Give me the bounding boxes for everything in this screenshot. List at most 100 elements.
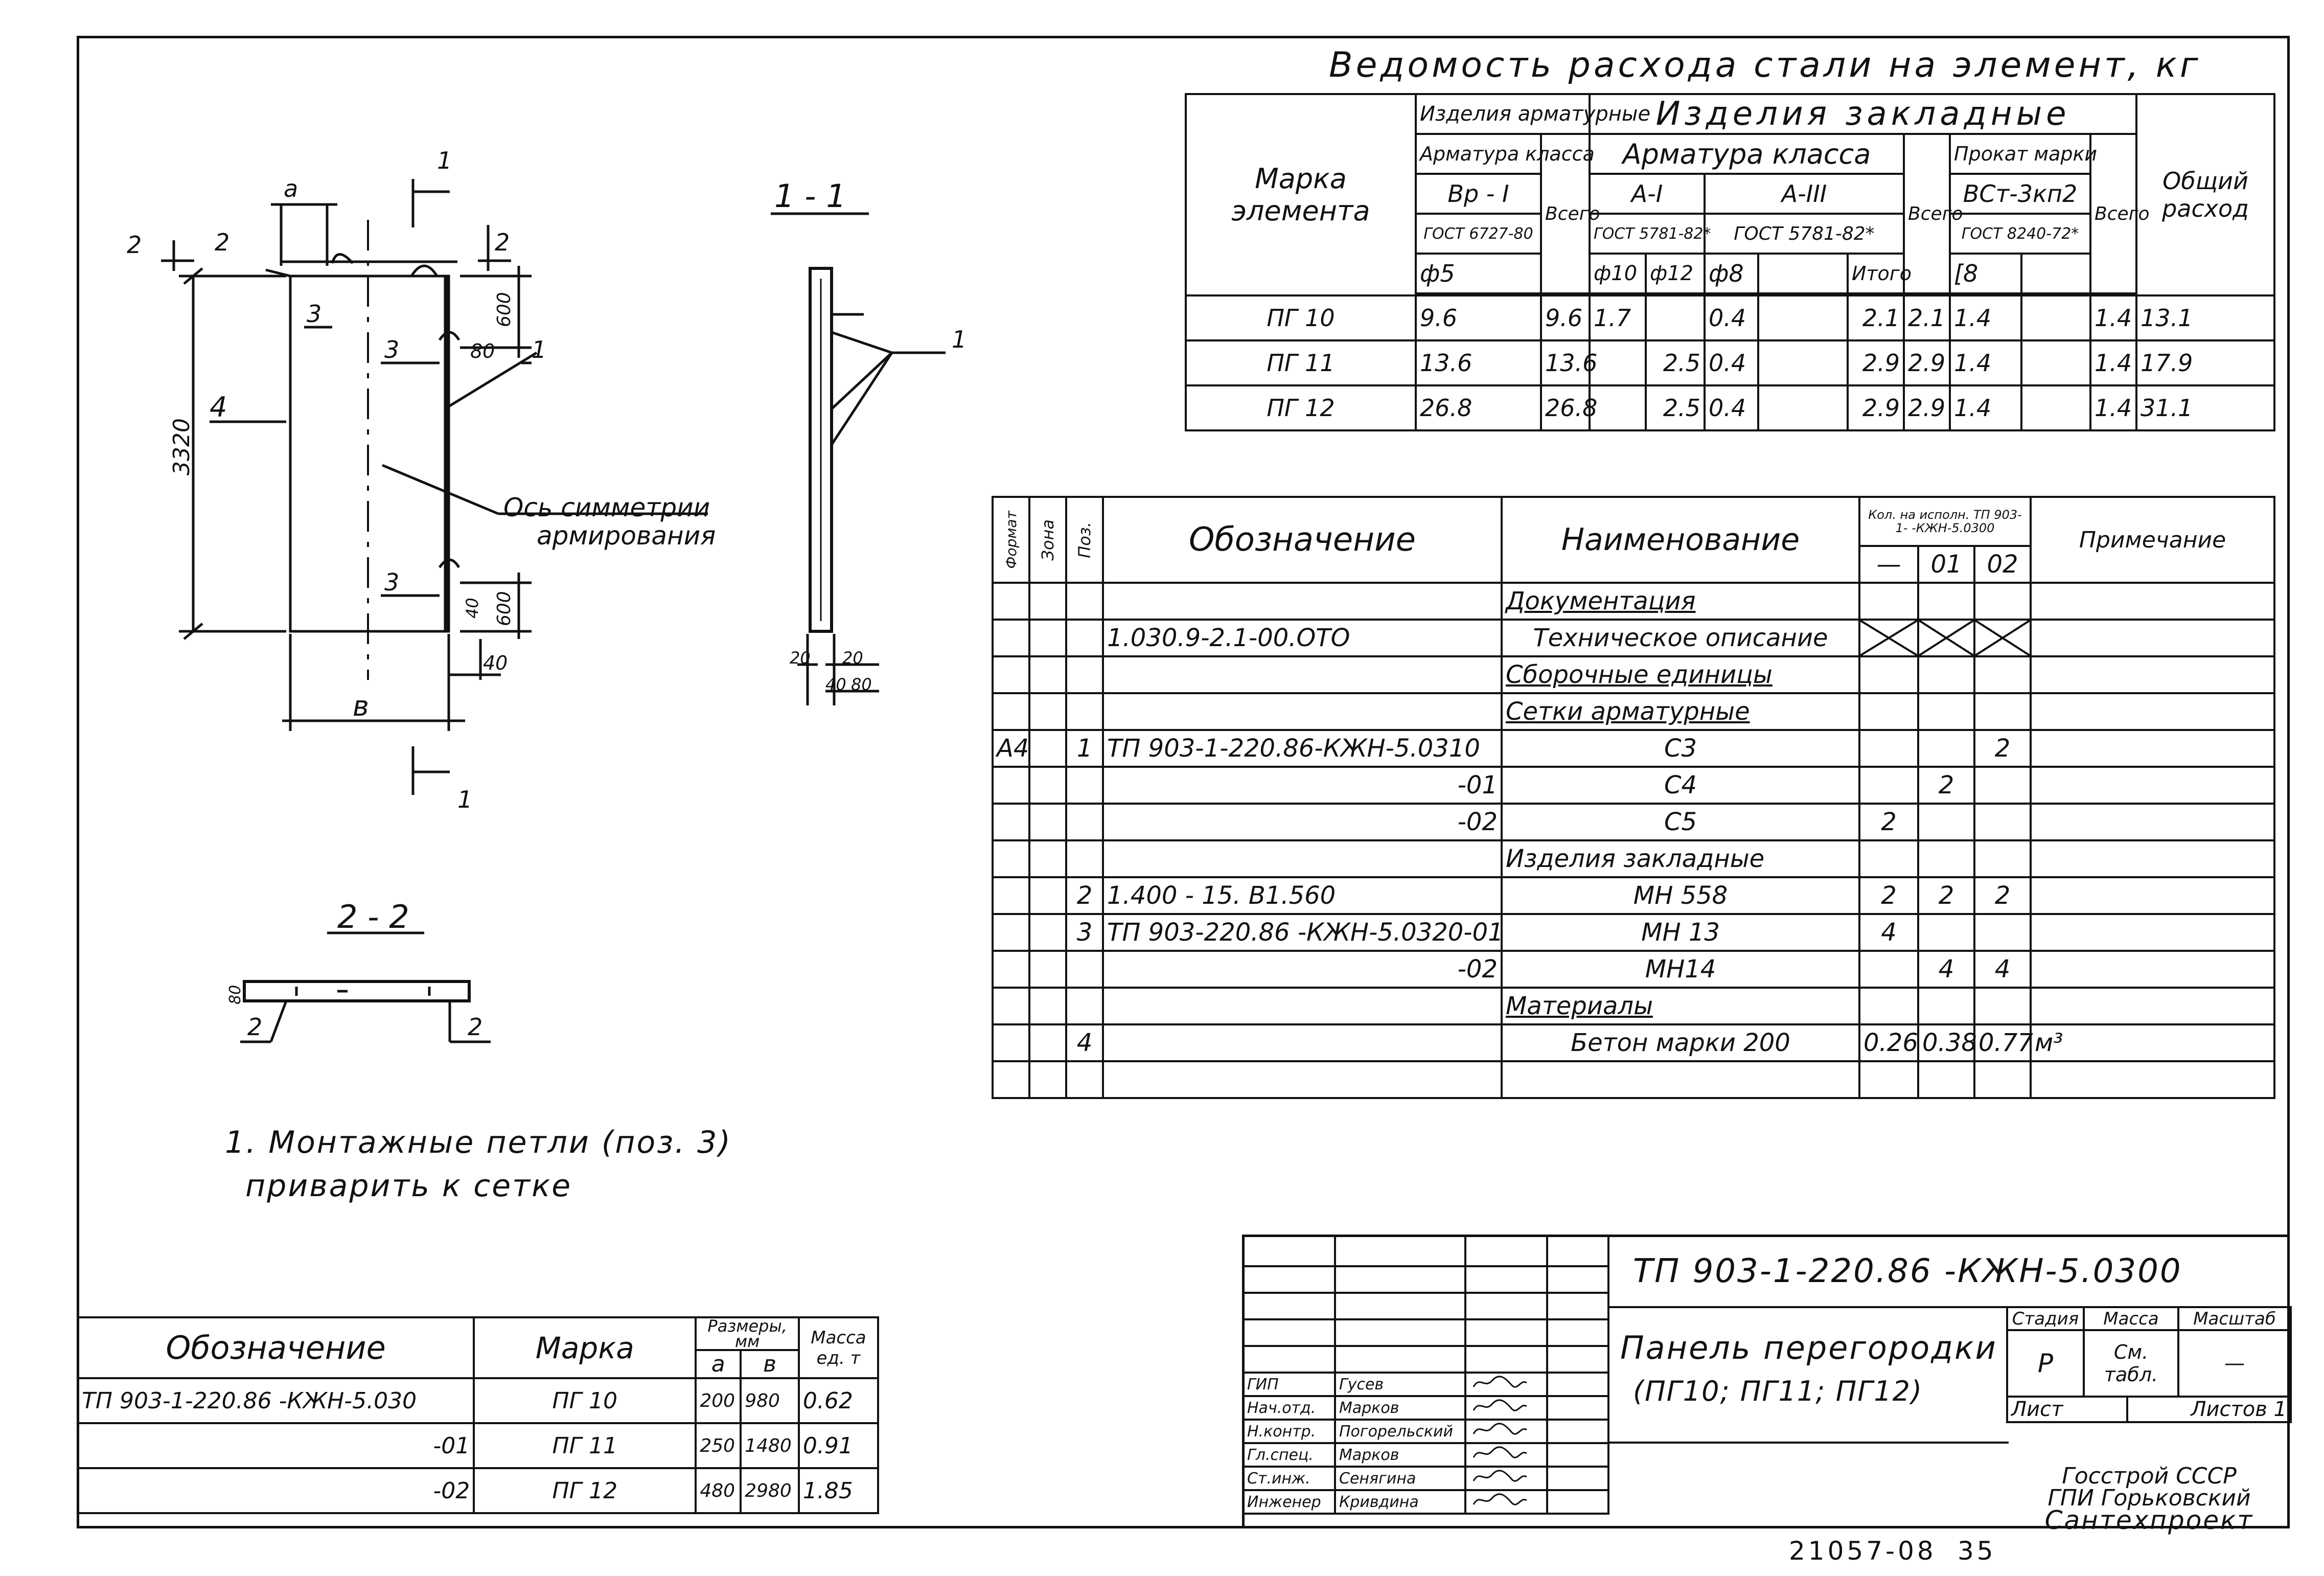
section-22-title: 2 - 2 (337, 898, 409, 935)
cut1-top: 1 (437, 147, 452, 174)
steel-h-arm-class: Арматура класса (1415, 133, 1595, 175)
dim-40c: 40 (825, 675, 846, 694)
signature (1464, 1442, 1548, 1468)
footer-page: 35 (1958, 1536, 1996, 1566)
spec-name: Изделия закладные (1501, 839, 1860, 878)
stamp-code: ТП 903-1-220.86 -КЖН-5.0300 (1633, 1252, 2182, 1290)
steel-h-bp1: Вр - I (1415, 173, 1542, 215)
dim-600b: 600 (494, 591, 515, 626)
steel-h-mark: Марка элемента (1185, 93, 1417, 296)
dim-80c: 80 (226, 985, 244, 1004)
spec-h-name: Наименование (1501, 496, 1860, 584)
stamp-mass: См. табл. (2083, 1329, 2179, 1398)
steel-h-a3: А-III (1704, 173, 1905, 215)
dim-3320: 3320 (169, 418, 195, 475)
spec-designation (1102, 582, 1503, 621)
lbl-3-bottom: 3 (384, 568, 399, 596)
steel-table-title: Ведомость расхода стали на элемент, кг (1329, 45, 2201, 85)
spec-row: Материалы (992, 987, 2276, 1025)
steel-row: ПГ 11 13.6 13.6 2.5 0.4 2.9 2.9 1.4 1.4 … (1185, 339, 2276, 386)
steel-h-gost6727: ГОСТ 6727-80 (1415, 213, 1542, 255)
steel-table: Марка элемента Изделия арматурные Издели… (1185, 93, 2276, 431)
stamp-scale: — (2177, 1329, 2292, 1398)
sizes-row: ТП 903-1-220.86 -КЖН-5.030 ПГ 10 200 980… (76, 1377, 880, 1424)
spec-h-qty-c: 02 (1973, 545, 2032, 584)
steel-h-a1: А-I (1589, 173, 1706, 215)
dim-40a: 40 (483, 652, 508, 674)
spec-h-format: Формат (1002, 511, 1020, 569)
spec-designation: -02 (1102, 950, 1503, 989)
drawing-frame (77, 36, 2290, 1528)
lbl-2-top: 2 (215, 229, 229, 256)
signature (1464, 1395, 1548, 1421)
steel-row: ПГ 10 9.6 9.6 1.7 0.4 2.1 2.1 1.4 1.4 13… (1185, 294, 2276, 341)
stamp-h-mass: Масса (2083, 1306, 2179, 1331)
spec-designation (1102, 987, 1503, 1025)
section-11-title: 1 - 1 (774, 177, 846, 215)
sizes-row: -02 ПГ 12 480 2980 1.85 (76, 1467, 880, 1514)
spec-name: Сборочные единицы (1501, 655, 1860, 694)
cut1-bottom: 1 (457, 786, 472, 813)
spec-h-zone: Зона (1038, 519, 1057, 561)
loop-mid (438, 331, 461, 341)
footer-number: 21057-08 (1789, 1536, 1937, 1566)
stamp-sheets: Листов 1 (2126, 1396, 2292, 1423)
lbl-3-mid: 3 (384, 336, 399, 363)
signature (1464, 1419, 1548, 1444)
spec-h-note: Примечание (2030, 496, 2276, 584)
note-line-1: 1. Монтажные петли (поз. 3) (225, 1125, 732, 1160)
lbl-b: в (353, 690, 369, 722)
signature (1464, 1372, 1548, 1397)
lbl-2-sec-right: 2 (468, 1013, 482, 1041)
sizes-table: Обозначение Марка Размеры, мм Масса ед. … (76, 1316, 880, 1514)
steel-h-embed: Изделия закладные (1588, 93, 2138, 135)
stamp-person-row: Н.контр.Погорельский (1242, 1419, 1609, 1444)
steel-h-phi12: ф12 (1645, 253, 1706, 294)
spec-h-qty: Кол. на исполн. ТП 903-1- -КЖН-5.0300 (1858, 496, 2032, 547)
spec-designation: -02 (1102, 803, 1503, 841)
lbl-3-top: 3 (307, 300, 321, 328)
dim-40b: 40 (463, 598, 482, 619)
spec-name: МН 13 (1501, 913, 1860, 952)
spec-row: Сборочные единицы (992, 655, 2276, 694)
lbl-2-sec-left: 2 (247, 1013, 262, 1041)
stamp-role: ГИП (1242, 1372, 1336, 1397)
spec-name: Техническое описание (1501, 619, 1860, 657)
lbl-a: а (284, 175, 298, 202)
spec-h-qty-b: 01 (1917, 545, 1975, 584)
stamp-role: Нач.отд. (1242, 1395, 1336, 1421)
panel-drawing: а 2 2 1 1 2 3 3 3 4 1 в 80 40 Ось симмет… (127, 147, 967, 1043)
sizes-h-b: в (740, 1349, 800, 1379)
spec-h-qty-a: — (1858, 545, 1919, 584)
steel-h-phi10: ф10 (1589, 253, 1647, 294)
steel-h-prokat: Прокат марки (1949, 133, 2097, 175)
stamp-person-name: Марков (1334, 1442, 1466, 1468)
steel-h-common: Общий расход (2135, 93, 2276, 296)
lbl-1-sec: 1 (952, 326, 967, 353)
signature (1464, 1466, 1548, 1491)
steel-h-gost8240: ГОСТ 8240-72* (1949, 213, 2091, 255)
steel-h-arm-class-2: Арматура класса (1589, 133, 1905, 175)
loop-bottom (438, 558, 461, 568)
spec-designation (1102, 839, 1503, 878)
steel-h-gost5781b: ГОСТ 5781-82* (1704, 213, 1905, 255)
dim-80: 80 (470, 340, 495, 362)
stamp-org-3: Сантехпроект (2044, 1505, 2254, 1535)
sizes-h-designation: Обозначение (76, 1316, 475, 1379)
spec-h-designation: Обозначение (1102, 496, 1503, 584)
spec-designation: 1.030.9-2.1-00.ОТО (1102, 619, 1503, 657)
lbl-1: 1 (532, 336, 546, 363)
steel-h-total-3: Всего (2089, 133, 2150, 294)
dim-80b: 80 (851, 675, 872, 694)
stamp-title-2: (ПГ10; ПГ11; ПГ12) (1633, 1375, 1923, 1407)
stamp-title-1: Панель перегородки (1620, 1329, 1997, 1366)
dim-20a: 20 (790, 648, 811, 668)
spec-name: МН14 (1501, 950, 1860, 989)
